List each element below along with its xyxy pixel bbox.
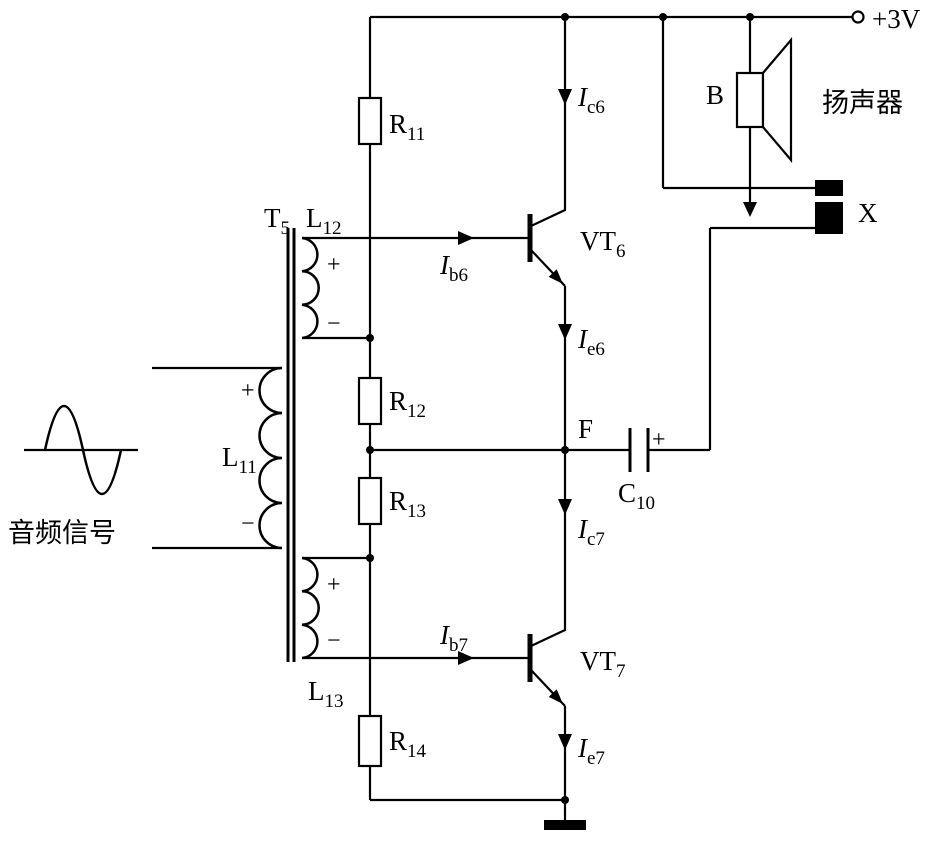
jack-feed-wire <box>661 17 815 190</box>
speaker-horn-icon <box>761 37 793 163</box>
speaker-designator: B <box>706 80 724 110</box>
speaker-contact-arrow-icon <box>743 202 757 217</box>
transformer-t5-label: T5 <box>264 203 290 239</box>
resistor-r14-label: R14 <box>389 726 427 762</box>
ib7-arrow-icon <box>458 651 474 665</box>
ib6-arrow-icon <box>458 231 474 245</box>
jack-contact-bottom <box>815 202 843 234</box>
resistor-r12 <box>357 376 383 426</box>
junction-dot <box>746 13 754 21</box>
coil-l11 <box>258 366 283 550</box>
current-ic6-label: Ic6 <box>577 82 605 118</box>
transistor-vt7-label: VT7 <box>580 646 626 682</box>
vt7-collector-wire <box>530 450 567 647</box>
resistor-r13 <box>357 476 383 526</box>
ie6-arrow-icon <box>558 324 572 340</box>
transistor-vt6-label: VT6 <box>580 226 626 262</box>
junction-dot <box>561 13 569 21</box>
coil-l12 <box>301 236 320 340</box>
jack-contact-top <box>815 180 843 196</box>
l12-plus-sign: + <box>327 252 341 278</box>
l11-plus-sign: + <box>241 378 255 404</box>
current-ib6-label: Ib6 <box>439 250 468 286</box>
vt6-collector-wire <box>530 17 567 227</box>
power-label: +3V <box>872 4 921 34</box>
vt7-emitter-arrow-icon <box>548 689 563 704</box>
speaker-label: 扬声器 <box>822 88 903 118</box>
c10-plus-sign: + <box>652 427 666 453</box>
l12-minus-sign: − <box>327 311 341 337</box>
junction-dot <box>366 334 374 342</box>
resistor-r11 <box>357 96 383 146</box>
coil-l13 <box>301 556 320 660</box>
transformer-core <box>286 228 296 662</box>
ic6-arrow-icon <box>558 89 572 105</box>
coil-l11-label: L11 <box>222 442 257 478</box>
current-ie6-label: Ie6 <box>577 324 605 360</box>
c10-output-wire <box>648 226 815 452</box>
power-terminal <box>851 10 865 24</box>
capacitor-c10-label: C10 <box>618 478 655 514</box>
l11-minus-sign: − <box>241 511 255 537</box>
speaker-body <box>735 71 765 129</box>
junction-dot <box>366 554 374 562</box>
junction-dot <box>561 446 569 454</box>
junction-dot <box>366 446 374 454</box>
vt6-emitter-arrow-icon <box>548 269 563 284</box>
junction-dot <box>561 796 569 804</box>
sine-wave-icon <box>43 404 123 496</box>
coil-l13-label: L13 <box>308 676 344 712</box>
resistor-r11-label: R11 <box>389 109 425 145</box>
jack-designator: X <box>858 198 878 228</box>
coil-l12-label: L12 <box>306 203 342 239</box>
ground-symbol <box>544 820 586 830</box>
junction-dot <box>659 13 667 21</box>
ie7-arrow-icon <box>558 734 572 750</box>
resistor-r12-label: R12 <box>389 386 426 422</box>
l13-minus-sign: − <box>327 628 341 654</box>
current-ie7-label: Ie7 <box>577 733 605 769</box>
current-ic7-label: Ic7 <box>577 514 605 550</box>
l13-plus-sign: + <box>327 572 341 598</box>
node-f-label: F <box>578 414 593 444</box>
audio-signal-label: 音频信号 <box>8 518 116 548</box>
ic7-arrow-icon <box>558 499 572 515</box>
resistor-r13-label: R13 <box>389 486 426 522</box>
current-ib7-label: Ib7 <box>439 620 468 656</box>
resistor-r14 <box>357 714 383 768</box>
